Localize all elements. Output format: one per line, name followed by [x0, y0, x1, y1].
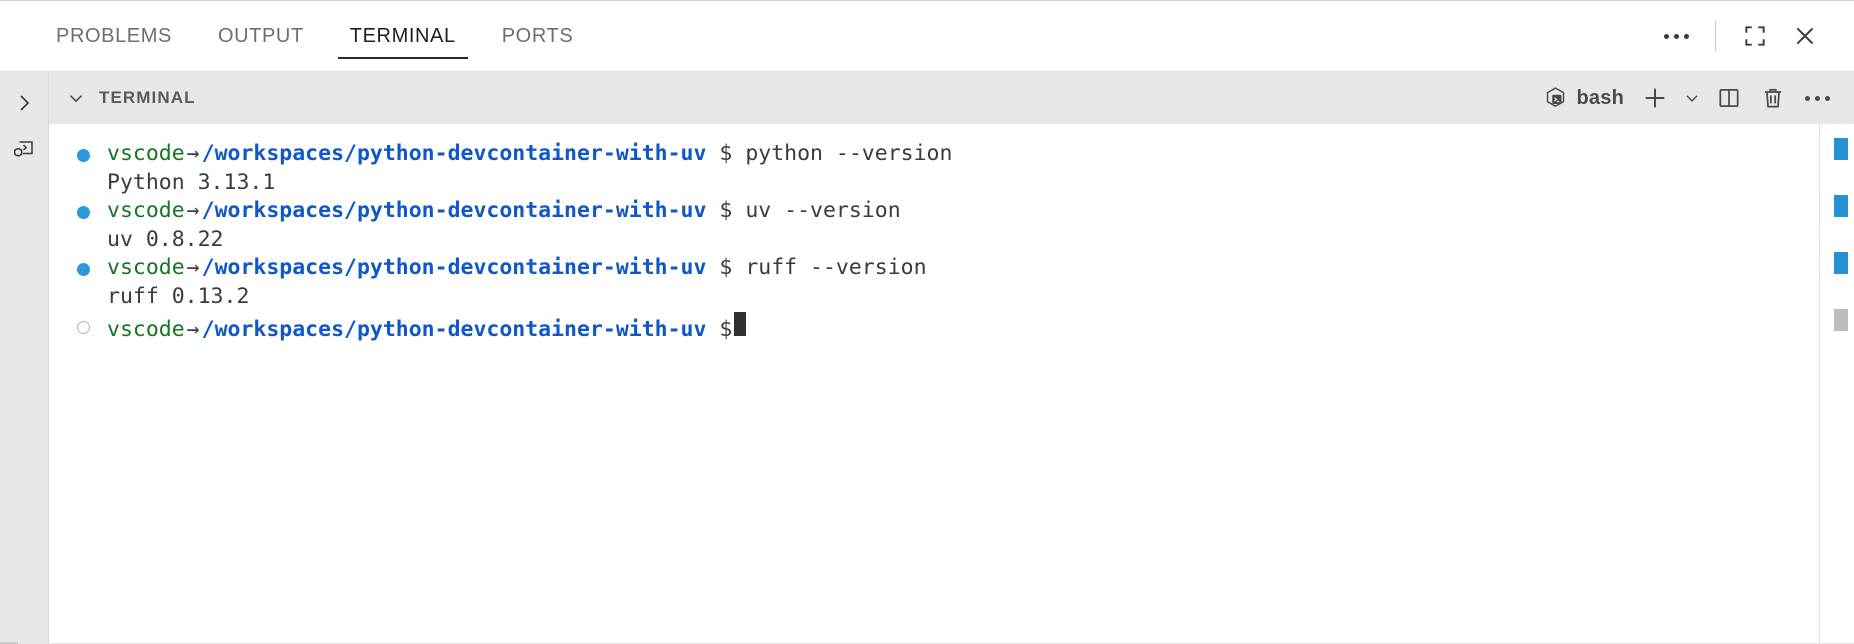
ellipsis-icon — [1804, 95, 1830, 101]
prompt-path: /workspaces/python-devcontainer-with-uv — [201, 316, 707, 342]
tab-terminal-label: TERMINAL — [349, 24, 456, 47]
terminal-column: TERMINAL bash — [49, 72, 1854, 644]
toolbar-separator — [1715, 21, 1716, 51]
prompt-arrow-icon: → — [186, 141, 200, 166]
panel-left-gutter — [0, 72, 49, 644]
debug-console-button[interactable] — [2, 126, 46, 172]
collapse-terminal-button[interactable] — [63, 85, 89, 111]
new-terminal-button[interactable] — [1634, 77, 1676, 119]
prompt-path: /workspaces/python-devcontainer-with-uv — [201, 255, 707, 281]
command-text — [732, 254, 745, 283]
prompt-symbol — [706, 316, 719, 345]
debug-console-icon — [13, 141, 33, 157]
tab-ports[interactable]: PORTS — [490, 1, 586, 71]
prompt-arrow-icon: → — [186, 198, 200, 224]
terminal-header-title: TERMINAL — [99, 88, 196, 107]
overview-ruler-command-mark[interactable] — [1834, 195, 1848, 217]
terminal-output-line: uv 0.8.22 — [49, 226, 1819, 255]
overview-ruler-command-mark[interactable] — [1834, 252, 1848, 274]
prompt-symbol — [706, 140, 719, 169]
terminal-output-line: Python 3.13.1 — [49, 169, 1819, 198]
terminal-output-line: ruff 0.13.2 — [49, 283, 1819, 312]
terminal-header: TERMINAL bash — [49, 72, 1854, 124]
command-decoration-success-icon[interactable] — [77, 263, 90, 277]
prompt-dollar: $ — [719, 316, 733, 342]
overview-ruler-command-mark[interactable] — [1834, 138, 1848, 160]
command-text-3: ruff --version — [745, 255, 927, 281]
output-text-1: Python 3.13.1 — [107, 169, 276, 195]
maximize-panel-icon — [1745, 26, 1765, 46]
chevron-down-icon — [1686, 95, 1698, 102]
command-text — [732, 140, 745, 169]
tab-output[interactable]: OUTPUT — [206, 1, 316, 71]
terminal-viewport[interactable]: vscode → /workspaces/python-devcontainer… — [49, 124, 1854, 644]
prompt-path: /workspaces/python-devcontainer-with-uv — [201, 141, 707, 166]
overview-ruler-current-mark[interactable] — [1834, 309, 1848, 331]
tab-terminal[interactable]: TERMINAL — [337, 1, 468, 71]
output-text-3: ruff 0.13.2 — [107, 283, 250, 309]
prompt-dollar: $ — [719, 255, 733, 281]
split-terminal-button[interactable] — [1708, 77, 1750, 119]
terminal-more-actions-button[interactable] — [1796, 77, 1838, 119]
prompt-arrow-icon: → — [186, 316, 200, 342]
terminal-active-prompt-line[interactable]: vscode → /workspaces/python-devcontainer… — [49, 311, 1819, 342]
prompt-dollar: $ — [719, 141, 733, 166]
terminal-command-line: vscode → /workspaces/python-devcontainer… — [49, 197, 1819, 226]
tab-problems[interactable]: PROBLEMS — [44, 1, 184, 71]
tab-problems-label: PROBLEMS — [56, 24, 172, 47]
panel-tab-bar-actions — [1653, 1, 1854, 71]
command-decoration-pending-icon[interactable] — [77, 320, 90, 334]
output-text-2: uv 0.8.22 — [107, 226, 224, 252]
terminal-command-line: vscode → /workspaces/python-devcontainer… — [49, 254, 1819, 283]
terminal-tab-label: bash — [1576, 86, 1624, 109]
trash-icon — [1764, 88, 1782, 108]
panel-tab-bar: PROBLEMS OUTPUT TERMINAL PORTS — [0, 1, 1854, 72]
close-panel-button[interactable] — [1782, 13, 1828, 59]
terminal-header-actions: bash — [1535, 77, 1854, 119]
prompt-dollar: $ — [719, 198, 733, 224]
terminal-cursor — [734, 311, 747, 336]
tab-ports-label: PORTS — [501, 24, 574, 47]
prompt-symbol — [706, 254, 719, 283]
prompt-user: vscode — [107, 316, 185, 342]
maximize-panel-button[interactable] — [1732, 13, 1778, 59]
close-panel-icon — [1796, 27, 1814, 45]
chevron-down-icon — [69, 95, 83, 103]
command-text — [732, 197, 745, 226]
prompt-user: vscode — [107, 255, 185, 281]
terminal-overview-ruler[interactable] — [1819, 124, 1854, 644]
expand-panel-button[interactable] — [2, 80, 46, 126]
new-terminal-dropdown-button[interactable] — [1678, 77, 1706, 119]
command-text-2: uv --version — [745, 198, 901, 224]
panel-body: TERMINAL bash — [0, 72, 1854, 644]
plus-icon — [1645, 88, 1665, 108]
prompt-symbol — [706, 197, 719, 226]
prompt-arrow-icon: → — [186, 255, 200, 281]
panel-top-border — [0, 0, 1854, 1]
panel-more-actions-button[interactable] — [1653, 13, 1699, 59]
terminal-tab-bash[interactable]: bash — [1535, 86, 1632, 111]
tab-output-label: OUTPUT — [217, 24, 304, 47]
gutter-bottom-indicator — [0, 642, 18, 644]
terminal-output[interactable]: vscode → /workspaces/python-devcontainer… — [49, 124, 1819, 644]
ellipsis-icon — [1663, 33, 1689, 39]
prompt-user: vscode — [107, 141, 185, 166]
command-decoration-success-icon[interactable] — [77, 206, 90, 220]
chevron-right-icon — [20, 95, 30, 111]
panel-tabs: PROBLEMS OUTPUT TERMINAL PORTS — [0, 1, 607, 71]
terminal-command-line: vscode → /workspaces/python-devcontainer… — [49, 140, 1819, 169]
split-terminal-icon — [1719, 89, 1739, 107]
command-decoration-success-icon[interactable] — [77, 149, 90, 162]
prompt-user: vscode — [107, 198, 185, 224]
terminal-bash-icon — [1546, 86, 1564, 107]
command-text-1: python --version — [745, 141, 953, 166]
kill-terminal-button[interactable] — [1752, 77, 1794, 119]
prompt-path: /workspaces/python-devcontainer-with-uv — [201, 198, 707, 224]
